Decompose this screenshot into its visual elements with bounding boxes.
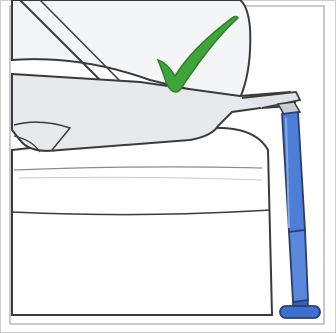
vehicle-seat-cushion	[12, 128, 272, 315]
support-leg-foot	[280, 306, 320, 318]
